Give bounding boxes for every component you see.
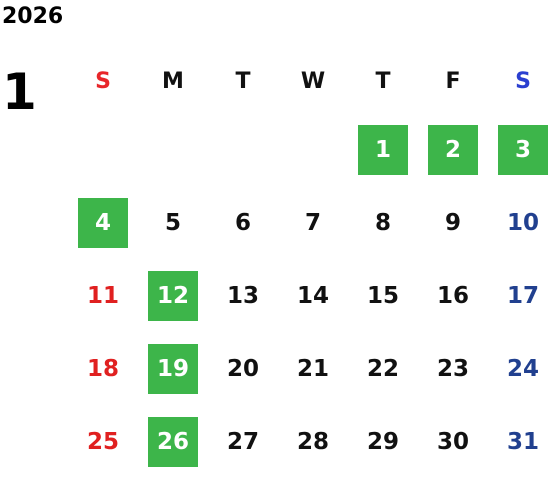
day-cell: 6 — [208, 198, 278, 248]
day-21[interactable]: 21 — [296, 356, 329, 382]
weekday-tuesday: T — [235, 68, 251, 94]
day-15[interactable]: 15 — [366, 283, 399, 309]
day-cell — [208, 125, 278, 175]
day-cell: 15 — [348, 271, 418, 321]
day-2[interactable]: 2 — [428, 125, 478, 175]
day-cell: 10 — [488, 198, 548, 248]
day-cell: 28 — [278, 417, 348, 467]
week-row: 25 26 27 28 29 30 31 — [68, 417, 548, 467]
day-cell — [68, 125, 138, 175]
day-cell: 8 — [348, 198, 418, 248]
day-cell: 20 — [208, 344, 278, 394]
day-cell: 23 — [418, 344, 488, 394]
day-cell: 18 — [68, 344, 138, 394]
day-cell: 12 — [138, 271, 208, 321]
day-cell — [278, 125, 348, 175]
day-8[interactable]: 8 — [374, 210, 391, 236]
weekday-header-row: S M T W T F S — [68, 60, 548, 102]
weekday-saturday: S — [515, 68, 531, 94]
weekday-friday: F — [445, 68, 461, 94]
day-11[interactable]: 11 — [86, 283, 119, 309]
day-cell: 3 — [488, 125, 548, 175]
day-10[interactable]: 10 — [506, 210, 539, 236]
day-cell: 17 — [488, 271, 548, 321]
day-cell: 13 — [208, 271, 278, 321]
day-6[interactable]: 6 — [234, 210, 251, 236]
day-5[interactable]: 5 — [164, 210, 181, 236]
weekday-monday: M — [162, 68, 184, 94]
day-cell: 14 — [278, 271, 348, 321]
day-19[interactable]: 19 — [148, 344, 198, 394]
day-12[interactable]: 12 — [148, 271, 198, 321]
day-cell: 21 — [278, 344, 348, 394]
day-cell: 19 — [138, 344, 208, 394]
day-cell: 2 — [418, 125, 488, 175]
day-1[interactable]: 1 — [358, 125, 408, 175]
day-27[interactable]: 27 — [226, 429, 259, 455]
day-cell: 29 — [348, 417, 418, 467]
weekday-wednesday: W — [300, 68, 326, 94]
day-cell: 1 — [348, 125, 418, 175]
day-4[interactable]: 4 — [78, 198, 128, 248]
day-cell: 27 — [208, 417, 278, 467]
day-cell: 24 — [488, 344, 548, 394]
weekday-thursday: T — [375, 68, 391, 94]
day-cell: 25 — [68, 417, 138, 467]
day-cell — [138, 125, 208, 175]
day-cell: 22 — [348, 344, 418, 394]
day-17[interactable]: 17 — [506, 283, 539, 309]
day-16[interactable]: 16 — [436, 283, 469, 309]
day-cell: 7 — [278, 198, 348, 248]
day-7[interactable]: 7 — [304, 210, 321, 236]
day-18[interactable]: 18 — [86, 356, 119, 382]
day-22[interactable]: 22 — [366, 356, 399, 382]
year-label: 2026 — [2, 4, 64, 29]
day-3[interactable]: 3 — [498, 125, 548, 175]
day-cell: 31 — [488, 417, 548, 467]
day-13[interactable]: 13 — [226, 283, 259, 309]
day-cell: 5 — [138, 198, 208, 248]
week-row: 11 12 13 14 15 16 17 — [68, 271, 548, 321]
month-number: 1 — [2, 63, 37, 121]
day-9[interactable]: 9 — [444, 210, 461, 236]
day-14[interactable]: 14 — [296, 283, 329, 309]
day-cell: 26 — [138, 417, 208, 467]
day-20[interactable]: 20 — [226, 356, 259, 382]
day-29[interactable]: 29 — [366, 429, 399, 455]
weekday-sunday: S — [95, 68, 111, 94]
day-25[interactable]: 25 — [86, 429, 119, 455]
day-cell: 9 — [418, 198, 488, 248]
day-24[interactable]: 24 — [506, 356, 539, 382]
day-cell: 16 — [418, 271, 488, 321]
week-row: 18 19 20 21 22 23 24 — [68, 344, 548, 394]
day-cell: 4 — [68, 198, 138, 248]
day-cell: 11 — [68, 271, 138, 321]
day-cell: 30 — [418, 417, 488, 467]
day-30[interactable]: 30 — [436, 429, 469, 455]
day-23[interactable]: 23 — [436, 356, 469, 382]
day-26[interactable]: 26 — [148, 417, 198, 467]
day-28[interactable]: 28 — [296, 429, 329, 455]
week-row: 4 5 6 7 8 9 10 — [68, 198, 548, 248]
day-31[interactable]: 31 — [506, 429, 539, 455]
